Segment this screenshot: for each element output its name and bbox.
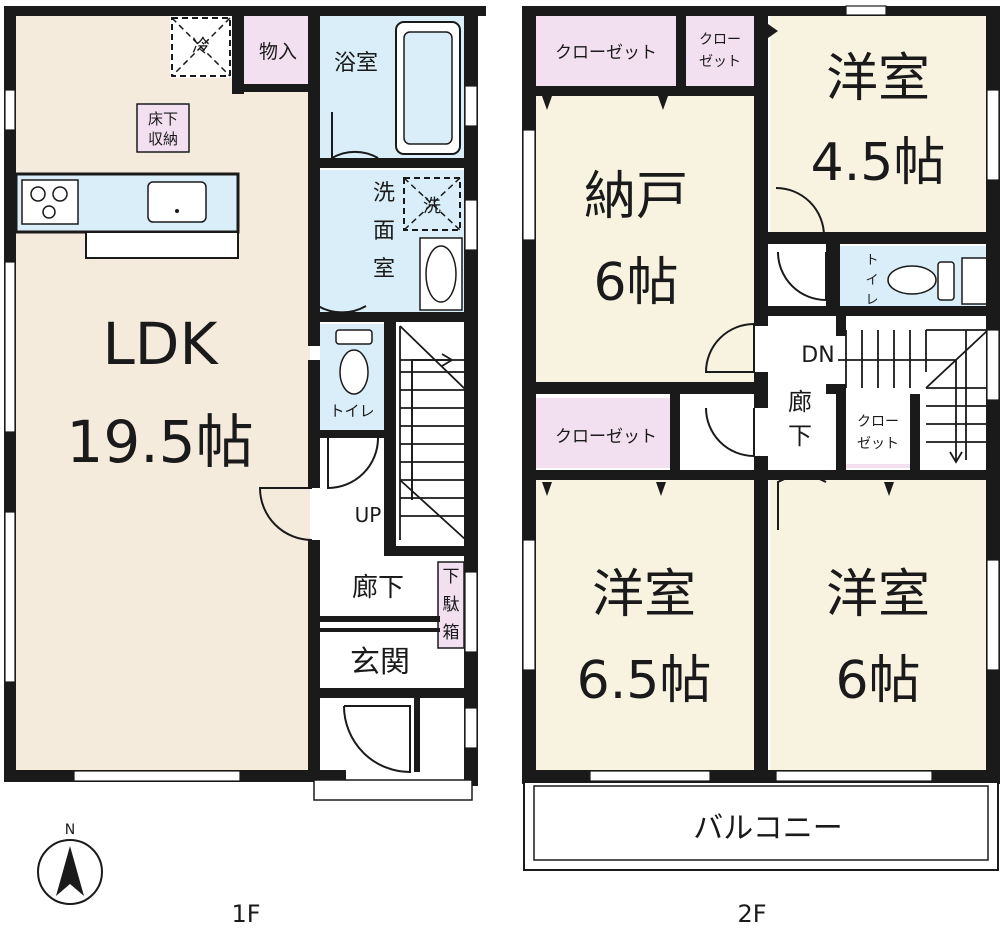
balcony bbox=[523, 781, 999, 871]
hallway-2f-label-2: 下 bbox=[788, 422, 812, 450]
first-floor: LDK 19.5帖 冷 物入 床下 収納 浴室 洗 面 室 洗 トイレ UP 廊… bbox=[4, 6, 486, 928]
storeroom-size-label: 6帖 bbox=[593, 253, 678, 313]
shoe-box bbox=[437, 561, 465, 649]
underfloor-storage bbox=[136, 103, 190, 153]
closet-label-2: クローゼット bbox=[555, 427, 657, 447]
western-room-6 bbox=[770, 474, 988, 770]
washroom-label-3: 室 bbox=[373, 257, 395, 282]
north-label: N bbox=[65, 822, 75, 838]
kitchen-back-counter bbox=[85, 231, 239, 259]
toilet-icon-2f bbox=[887, 257, 989, 305]
underfloor-label-2: 収納 bbox=[148, 130, 178, 148]
storeroom bbox=[536, 96, 754, 382]
entrance-label: 玄関 bbox=[350, 645, 410, 680]
western-6-label: 洋室 bbox=[826, 565, 930, 625]
storeroom-label: 納戸 bbox=[584, 167, 688, 227]
closet-small-label-1b: ゼット bbox=[699, 54, 741, 70]
western-6-size-label: 6帖 bbox=[835, 651, 920, 711]
western-45-label: 洋室 bbox=[826, 49, 930, 109]
toilet-label-1f: トイレ bbox=[329, 402, 374, 420]
stove-icon bbox=[21, 179, 79, 225]
western-65-size-label: 6.5帖 bbox=[577, 651, 712, 711]
western-65-label: 洋室 bbox=[592, 565, 696, 625]
entrance-porch bbox=[313, 779, 473, 801]
second-floor: クローゼット クロー ゼット 納戸 6帖 洋室 4.5帖 ト イ レ DN 廊 … bbox=[522, 5, 1000, 928]
shoe-box-label-1: 下 bbox=[443, 567, 460, 587]
balcony-label: バルコニー bbox=[693, 811, 842, 846]
washer-label: 洗 bbox=[423, 196, 441, 217]
storage-label: 物入 bbox=[259, 41, 297, 63]
western-room-65 bbox=[536, 470, 754, 770]
floor-2-label: 2F bbox=[737, 900, 766, 928]
toilet-2f-label-3: レ bbox=[865, 293, 878, 308]
closet-small-label-1a: クロー bbox=[699, 32, 741, 48]
western-45-size-label: 4.5帖 bbox=[811, 133, 946, 193]
bath-label: 浴室 bbox=[334, 51, 378, 76]
closet-label-1: クローゼット bbox=[555, 43, 657, 63]
ldk-size-label: 19.5帖 bbox=[66, 408, 253, 476]
closet-small-label-2b: ゼット bbox=[857, 436, 899, 452]
toilet-2f-label-2: イ bbox=[865, 273, 878, 288]
fridge-label: 冷 bbox=[192, 36, 210, 57]
ldk-label: LDK bbox=[102, 310, 219, 378]
washroom-label-1: 洗 bbox=[373, 181, 395, 206]
floor-1-label: 1F bbox=[231, 900, 260, 928]
stairs-1f bbox=[386, 325, 467, 546]
hallway-2f-label-1: 廊 bbox=[788, 388, 812, 416]
shoe-box-label-2: 駄 bbox=[443, 595, 460, 615]
dn-label: DN bbox=[801, 343, 834, 368]
shoe-box-label-3: 箱 bbox=[443, 623, 460, 643]
north-compass-icon: N bbox=[37, 822, 103, 905]
storage-room bbox=[244, 12, 308, 90]
closet-6-5 bbox=[536, 398, 670, 468]
washroom-label-2: 面 bbox=[373, 219, 395, 244]
up-label: UP bbox=[355, 503, 382, 527]
closet-storeroom bbox=[536, 16, 676, 86]
toilet-2f-label-1: ト bbox=[865, 253, 878, 268]
hallway-label-1f: 廊下 bbox=[352, 573, 404, 603]
toilet-icon bbox=[335, 329, 373, 395]
closet-small-top bbox=[686, 16, 756, 86]
sink-icon bbox=[147, 181, 207, 223]
underfloor-label-1: 床下 bbox=[148, 110, 178, 128]
closet-small-label-2a: クロー bbox=[857, 414, 899, 430]
